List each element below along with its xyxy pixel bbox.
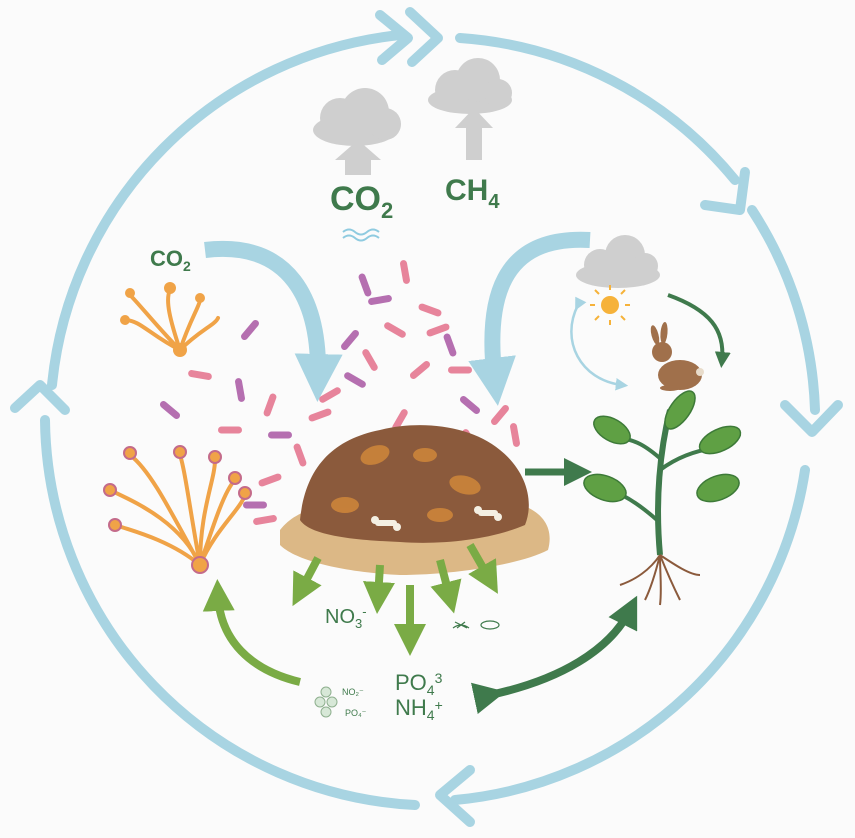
bacterium-icon: [392, 409, 408, 431]
sun-icon: [590, 285, 630, 325]
ch4-emission-label: CH4: [445, 174, 500, 213]
bacterium-icon: [341, 329, 359, 351]
cloud-icon: [313, 88, 401, 175]
bacterium-icon: [426, 323, 450, 337]
rabbit-icon: [650, 322, 704, 391]
cycle-chevron-icons: [10, 7, 843, 827]
nitrate-label: NO3-: [325, 604, 367, 631]
water-icon: [342, 228, 380, 242]
fungi-small-icon: [120, 282, 220, 357]
co2-uptake-label: CO2: [150, 246, 191, 274]
nutrient-particles-icon: [314, 686, 338, 718]
bacterium-icon: [448, 366, 472, 374]
bacterium-icon: [241, 319, 259, 341]
bacterium-icon: [491, 404, 509, 426]
bone-icon: [371, 506, 502, 531]
fungi-large-icon: [103, 445, 252, 574]
co2-flow-arrow: [204, 240, 343, 402]
bacterium-icon: [268, 431, 292, 439]
bacterium-icon: [263, 393, 277, 417]
bacterium-icon: [218, 426, 242, 434]
roots-icon: [619, 554, 701, 606]
bacterium-icon: [319, 387, 341, 403]
bacterium-icon: [443, 333, 457, 357]
phosphate-label: PO43: [395, 670, 443, 698]
bacterium-icon: [368, 295, 392, 305]
microorganism-icons: [452, 620, 500, 630]
nitrite-small-label: NO₂⁻: [342, 687, 364, 697]
outer-cycle-ring: [40, 30, 820, 810]
nutrient-release-arrows: [292, 543, 498, 656]
bacterium-icon: [235, 378, 245, 402]
bacterium-icon: [362, 349, 378, 371]
bacterium-icon: [418, 303, 442, 317]
plant-soil-exchange-arrow: [470, 595, 638, 715]
compost-pile: [280, 425, 550, 575]
water-cycle-arrow: [570, 296, 629, 391]
bacterium-icon: [358, 273, 372, 297]
bacterium-icon: [409, 361, 431, 379]
bacterium-icon: [344, 372, 366, 388]
bacterium-icon: [308, 408, 332, 422]
return-flow-arrow: [468, 231, 591, 406]
bacterium-icon: [253, 515, 277, 525]
cloud-icon: [428, 58, 512, 160]
bacterium-icon: [384, 322, 406, 338]
bacterium-icon: [459, 396, 481, 414]
ammonium-label: NH4+: [395, 695, 443, 723]
weather-cloud-icon: [576, 235, 660, 288]
food-chain-arrow: [667, 293, 731, 368]
bacterium-icon: [188, 370, 212, 380]
co2-emission-label: CO2: [330, 180, 393, 223]
bacterium-icon: [293, 443, 307, 467]
bacterium-icon: [243, 501, 267, 509]
plant-icon: [583, 390, 742, 606]
phosphate-small-label: PO₄⁻: [345, 708, 367, 718]
bacterium-icon: [258, 473, 282, 487]
bacteria-cluster: [159, 260, 520, 525]
fungi-nutrient-arrow: [202, 579, 301, 686]
bacterium-icon: [400, 260, 410, 284]
bacterium-icon: [159, 401, 181, 419]
bacterium-icon: [510, 423, 520, 447]
